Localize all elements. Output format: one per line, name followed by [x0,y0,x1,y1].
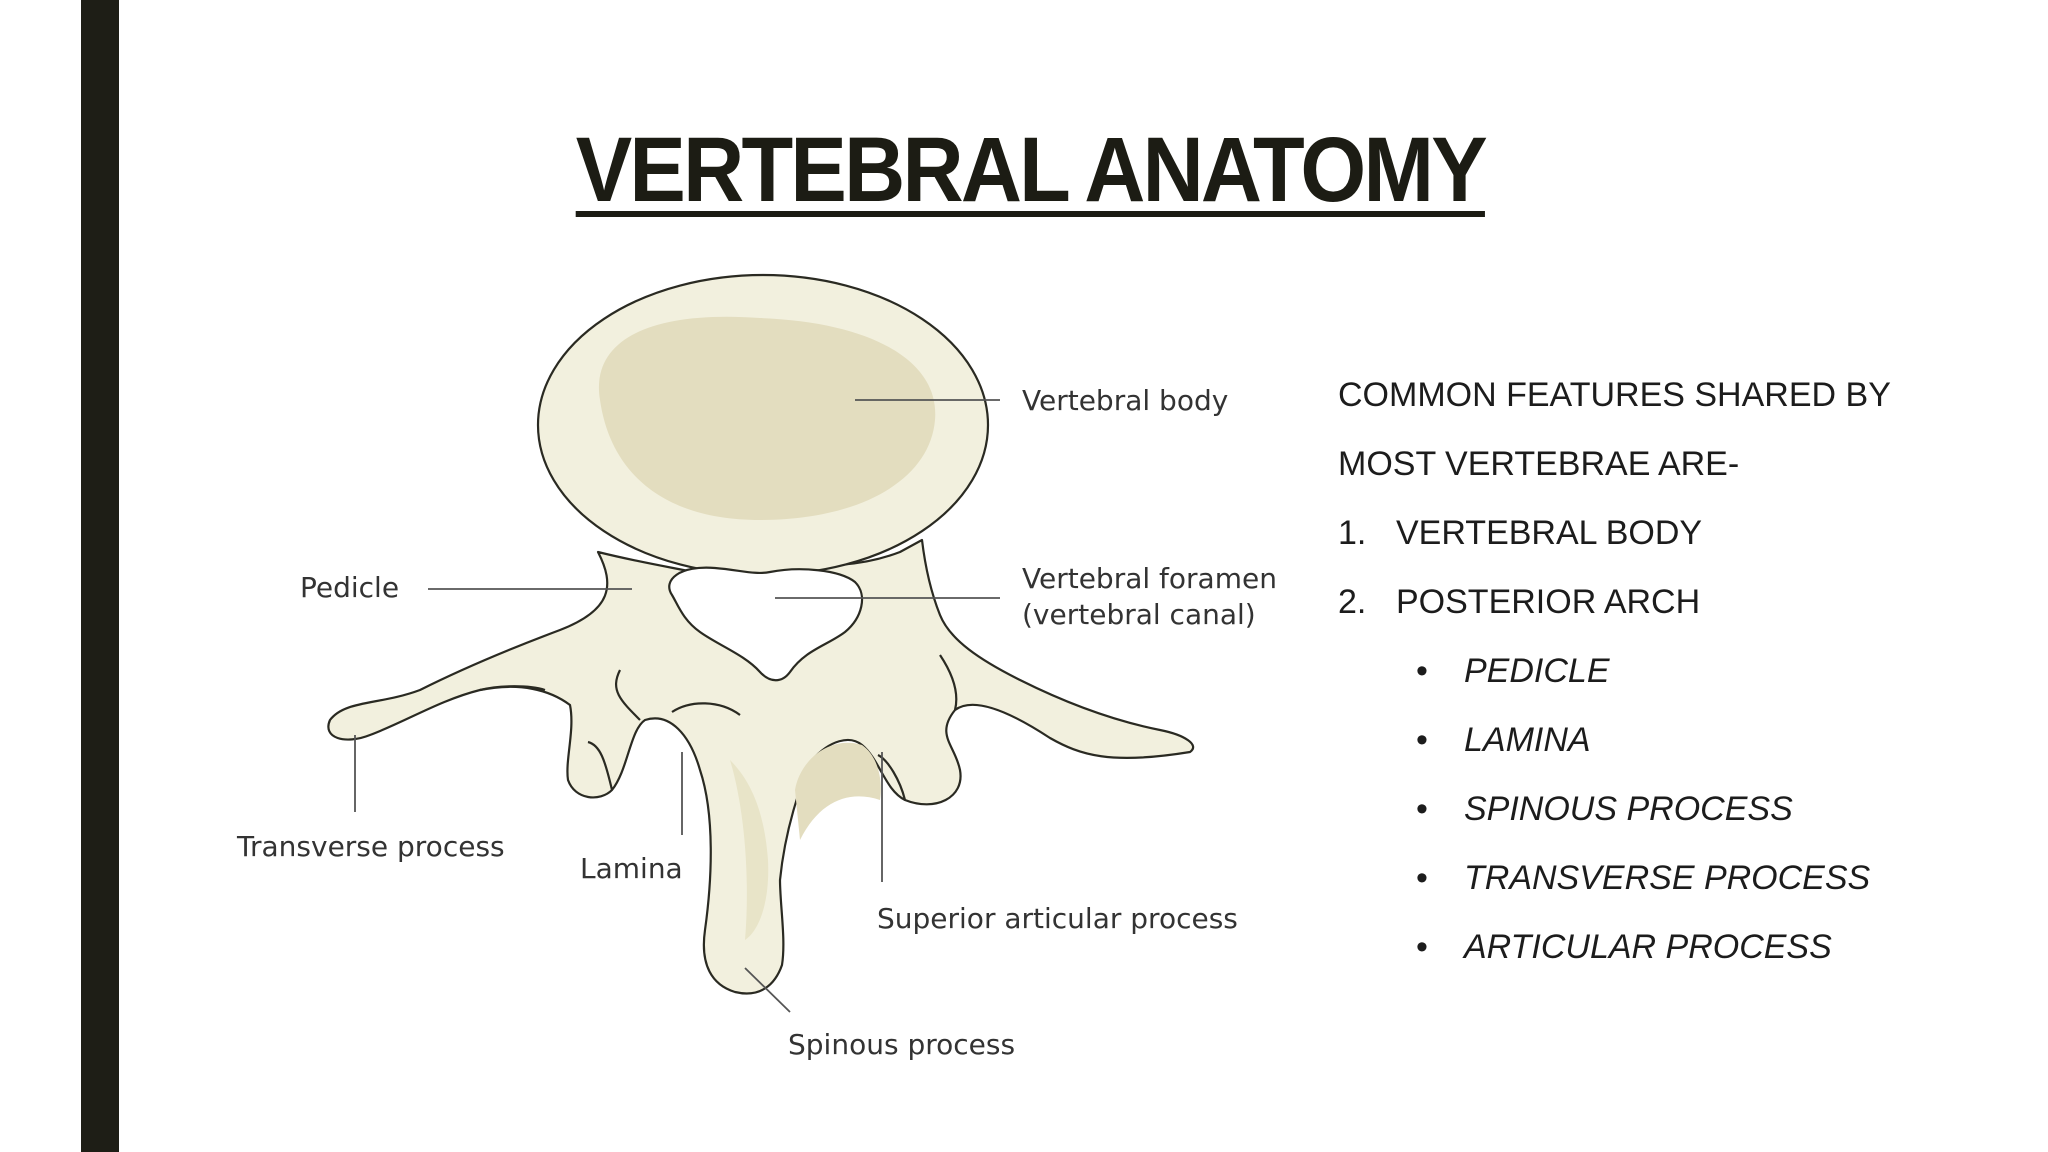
features-intro-line1: COMMON FEATURES SHARED BY [1338,376,1891,414]
item-number: 1. [1338,514,1367,552]
bullet-text: SPINOUS PROCESS [1464,790,1793,828]
bullet-item: • PEDICLE [1338,648,2018,717]
slide-title-text: VERTEBRAL ANATOMY [575,119,1488,221]
label-vertebral-foramen-line2: (vertebral canal) [1022,598,1256,631]
bullet-text: ARTICULAR PROCESS [1464,928,1832,966]
bullet-item: • ARTICULAR PROCESS [1338,924,2018,993]
label-vertebral-foramen-line1: Vertebral foramen [1022,562,1277,595]
label-superior-articular-process: Superior articular process [877,902,1238,935]
item-text: VERTEBRAL BODY [1396,514,1703,552]
posterior-arch-shape [327,538,1195,995]
item-number: 2. [1338,583,1367,621]
bullet-icon: • [1416,928,1428,966]
bullet-icon: • [1416,652,1428,690]
diagram-labels: Vertebral body Pedicle Vertebral foramen… [236,384,1277,1061]
numbered-item: 1. VERTEBRAL BODY [1338,510,2018,579]
bullet-text: TRANSVERSE PROCESS [1464,859,1871,897]
label-pedicle: Pedicle [300,571,399,604]
bullet-item: • SPINOUS PROCESS [1338,786,2018,855]
bullet-item: • TRANSVERSE PROCESS [1338,855,2018,924]
slide-title: VERTEBRAL ANATOMY [83,118,1978,223]
vertebral-body-inner [598,316,936,520]
label-lamina: Lamina [580,852,683,885]
vertebra-illustration [327,273,1195,995]
features-list: COMMON FEATURES SHARED BY MOST VERTEBRAE… [1338,372,2018,993]
spinous-process-shade [730,760,769,940]
label-spinous-process: Spinous process [788,1028,1015,1061]
left-accent-bar [81,0,119,1152]
vertebral-foramen-shape [668,566,864,682]
bullet-item: • LAMINA [1338,717,2018,786]
bullet-text: LAMINA [1464,721,1591,759]
numbered-item: 2. POSTERIOR ARCH [1338,579,2018,648]
superior-articular-shade [795,742,881,840]
item-text: POSTERIOR ARCH [1396,583,1701,621]
bullet-icon: • [1416,721,1428,759]
label-transverse-process: Transverse process [236,830,505,863]
lamina-detail [587,669,907,801]
features-intro-line2: MOST VERTEBRAE ARE- [1338,445,1740,483]
leader-lines [354,399,1000,1013]
label-vertebral-body: Vertebral body [1022,384,1228,417]
transverse-detail [479,654,958,711]
bullet-icon: • [1416,790,1428,828]
bullet-icon: • [1416,859,1428,897]
bullet-text: PEDICLE [1464,652,1610,690]
leader-spinous-process [744,967,791,1013]
